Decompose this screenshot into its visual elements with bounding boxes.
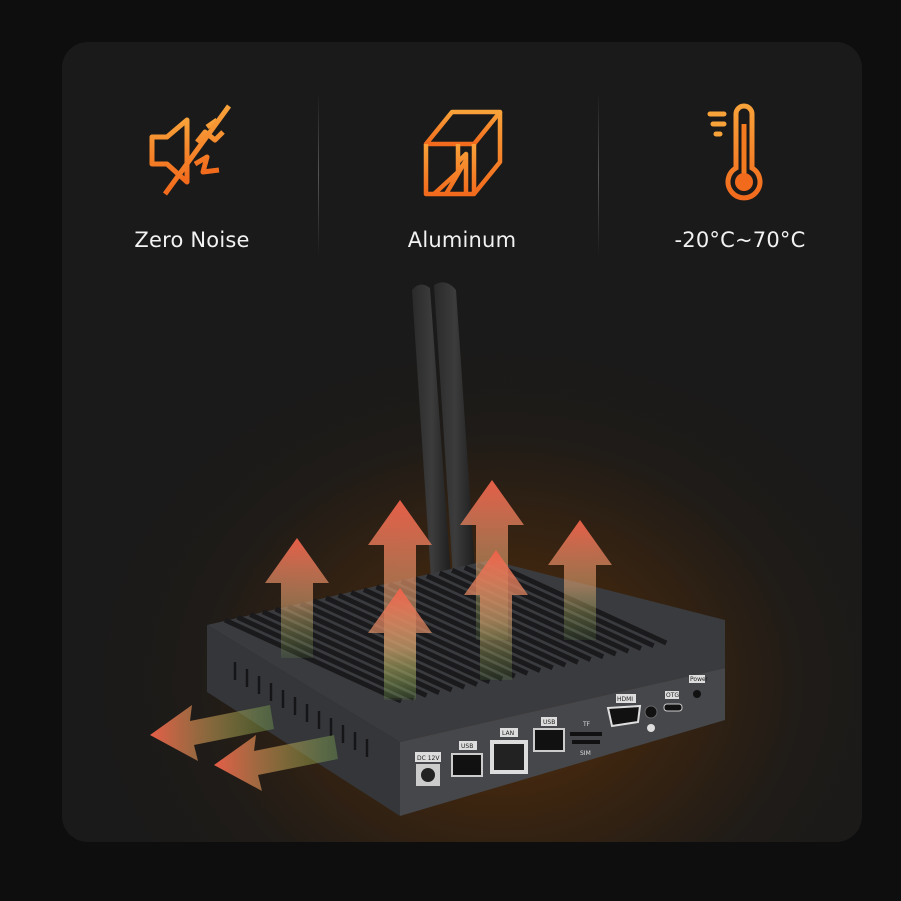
port-label-lan: LAN xyxy=(502,730,514,737)
port-panel: DC 12V USB LAN USB TF SIM HDMI OTG Power xyxy=(415,675,709,786)
port-label-otg: OTG xyxy=(666,692,679,699)
airflow-side-arrow xyxy=(150,705,274,761)
airflow-up-arrow xyxy=(548,520,612,640)
airflow-up-arrow xyxy=(265,538,329,658)
heatsink-fin xyxy=(287,603,466,690)
aluminum-profile-icon xyxy=(423,109,503,197)
feature-label: Aluminum xyxy=(407,228,517,252)
airflow-side-arrow xyxy=(214,735,338,791)
heatsink-fin xyxy=(425,573,605,660)
antenna xyxy=(412,282,476,595)
port-label-sim: SIM xyxy=(580,750,591,757)
divider xyxy=(598,94,599,254)
port-label-tf: TF xyxy=(582,721,591,728)
port-label-usb: USB xyxy=(543,719,555,726)
thermometer-icon xyxy=(707,103,763,201)
divider xyxy=(318,94,319,254)
feature-label: Zero Noise xyxy=(134,228,250,252)
muted-speaker-icon xyxy=(149,104,232,196)
port-label-hdmi: HDMI xyxy=(617,696,633,703)
heatsink-fin xyxy=(223,617,403,704)
airflow-up-arrow xyxy=(368,588,432,698)
port-label-dc: DC 12V xyxy=(417,755,440,762)
feature-label: -20°C~70°C xyxy=(674,228,806,252)
airflow-arrows xyxy=(150,480,612,791)
heatsink-fin xyxy=(438,570,617,657)
port-label-usb: USB xyxy=(461,743,473,750)
airflow-up-arrow xyxy=(464,550,528,680)
port-label-power: Power xyxy=(690,676,709,683)
